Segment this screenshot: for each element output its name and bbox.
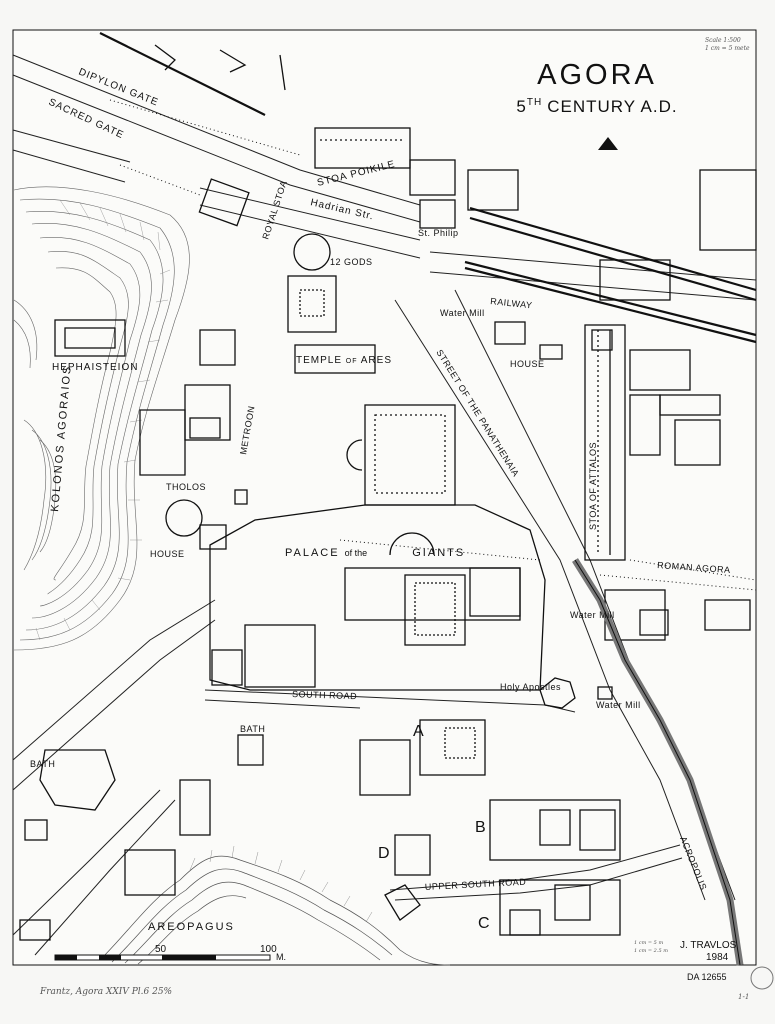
areopagus-rock-hatching [189, 845, 373, 923]
label-st-philip: St. Philip [418, 228, 459, 238]
scale-bar [54, 954, 271, 961]
label-house-d: D [378, 845, 390, 862]
kolonos-hill-hatching [35, 199, 171, 641]
label-palace-of: of the [345, 548, 368, 558]
north-arrow-icon [598, 137, 618, 150]
archive-stamp-icon [750, 966, 774, 990]
scale-bar-tick-50: 50 [155, 944, 167, 955]
title-sub: 5TH CENTURY A.D. [516, 97, 677, 116]
reference-page: 1-1 [738, 993, 749, 1001]
label-water-mill-top: Water Mill [440, 308, 485, 318]
label-house-a: A [413, 723, 424, 740]
scale-note-line2: 1 cm = 2.5 m [634, 948, 668, 954]
label-holy-apostles: Holy Apostles [500, 682, 561, 692]
colonnades [109, 99, 757, 591]
label-house-b: B [475, 819, 486, 836]
map-frame [12, 29, 757, 966]
label-palace-a: PALACE [285, 547, 340, 559]
reference-number: DA 12655 [687, 972, 727, 982]
corner-note-line1: Scale 1:500 [705, 37, 741, 44]
label-palace: PALACE of the GIANTS [285, 547, 465, 559]
title-sub-suffix: TH [527, 97, 542, 108]
label-palace-b: GIANTS [412, 547, 465, 559]
label-house-tholos: HOUSE [150, 549, 185, 559]
footer-note: Frantz, Agora XXIV Pl.6 25% [39, 987, 172, 997]
label-temple-of-ares-temple: TEMPLE [296, 355, 342, 366]
acropolis-approach-wall-ink [574, 559, 741, 966]
scale-bar-tick-100: 100 [260, 944, 277, 955]
label-south-road: SOUTH ROAD [292, 689, 357, 701]
label-water-mill-mid: Water Mill [570, 610, 615, 620]
scale-bar-unit: M. [276, 952, 286, 962]
label-twelve-gods: 12 GODS [330, 257, 373, 267]
label-areopagus: AREOPAGUS [148, 921, 235, 933]
railway-tracks [99, 32, 757, 344]
author-name: J. TRAVLOS [680, 940, 737, 951]
areopagus-hill [99, 855, 451, 966]
title-sub-rest: CENTURY A.D. [547, 97, 677, 116]
label-bath-center: BATH [240, 724, 265, 734]
label-house-c: C [478, 915, 490, 932]
label-hephaisteion: HEPHAISTEION [52, 362, 138, 373]
label-railway: RAILWAY [490, 296, 533, 310]
scale-note-line1: 1 cm = 5 m [634, 940, 663, 946]
label-bath-left: BATH [30, 759, 55, 769]
label-water-mill-low: Water Mill [596, 700, 641, 710]
label-temple-of-ares: TEMPLE OF ARES [296, 355, 392, 366]
label-tholos: THOLOS [166, 482, 206, 492]
label-house-upper: HOUSE [510, 359, 545, 369]
label-stoa-attalos: STOA OF ATTALOS [588, 442, 598, 530]
title-main: AGORA [537, 59, 657, 91]
title-sub-ordinal: 5 [516, 97, 526, 116]
kolonos-hill [13, 186, 190, 651]
author-year: 1984 [706, 952, 729, 963]
roads [12, 54, 757, 956]
corner-note-line2: 1 cm = 5 mete [705, 45, 750, 52]
buildings [19, 44, 757, 941]
label-temple-of-ares-ares: ARES [361, 355, 392, 366]
label-temple-of-ares-of: OF [346, 358, 358, 365]
